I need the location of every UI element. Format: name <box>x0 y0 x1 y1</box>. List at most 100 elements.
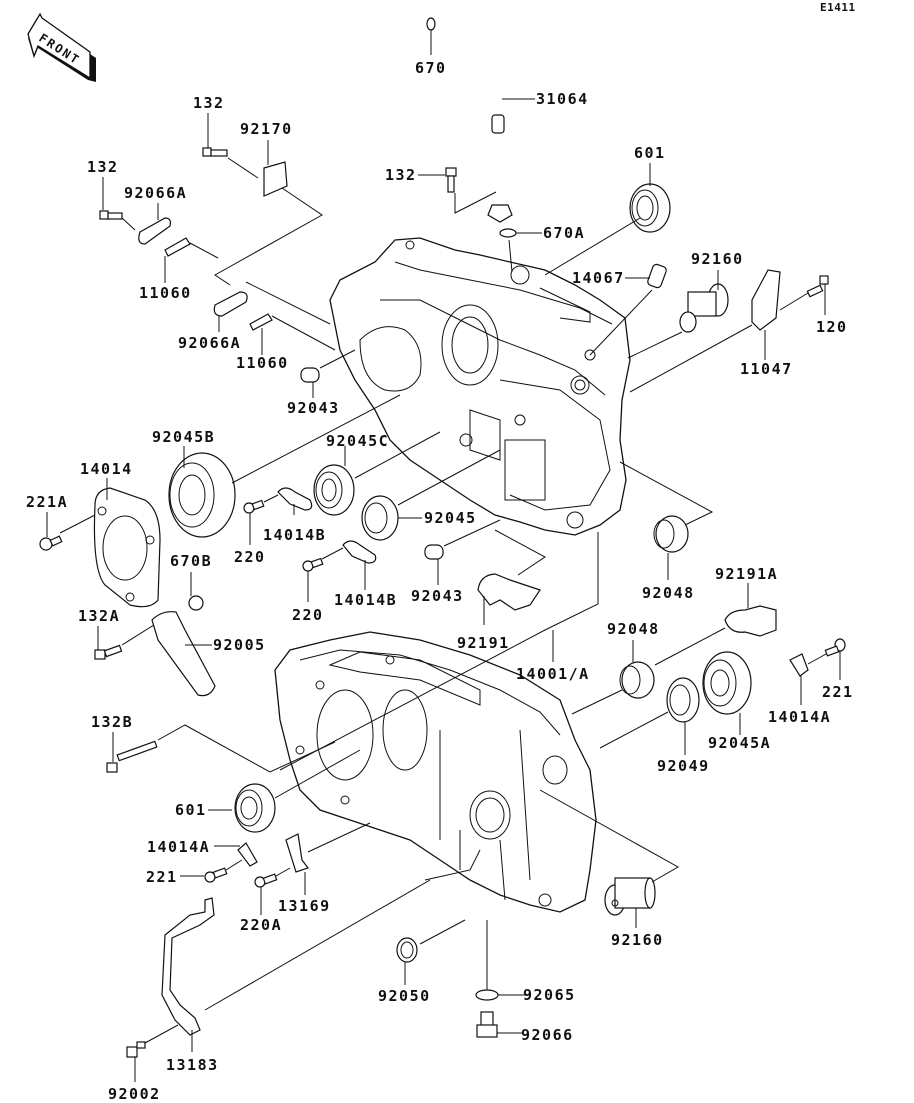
bolt-icon <box>99 210 123 220</box>
screw-icon <box>824 638 846 657</box>
drain-plug-92066-icon <box>476 1011 498 1038</box>
part-label[interactable]: 601 <box>634 144 666 162</box>
figure-code: E1411 <box>820 1 856 14</box>
fitting-92191a-icon <box>724 605 777 637</box>
part-label[interactable]: 92045A <box>708 734 771 752</box>
part-label[interactable]: 14001/A <box>516 665 590 683</box>
part-label[interactable]: 92048 <box>607 620 660 638</box>
front-arrow-icon: FRONT <box>27 12 96 82</box>
part-label[interactable]: 220 <box>292 606 324 624</box>
o-ring-670b-icon <box>188 595 204 611</box>
bushing-92160-icon <box>604 877 656 916</box>
part-label[interactable]: 132 <box>385 166 417 184</box>
fitting-92191-icon <box>477 573 541 611</box>
part-label[interactable]: 14014A <box>768 708 831 726</box>
dowel-pin-icon <box>300 367 320 383</box>
plate-14014a-icon <box>789 653 809 677</box>
part-label[interactable]: 11060 <box>236 354 289 372</box>
part-label[interactable]: 670A <box>543 224 585 242</box>
bearing-92045c-icon <box>313 464 355 516</box>
part-label[interactable]: 11047 <box>740 360 793 378</box>
plate-14014-icon <box>93 487 161 608</box>
oil-seal-92049-icon <box>666 677 700 723</box>
part-label[interactable]: 92005 <box>213 636 266 654</box>
bracket-11047-icon <box>751 269 781 331</box>
part-labels: 670 31064 132 92170 132 92066A 11060 132… <box>26 59 854 1103</box>
bolt-icon <box>94 644 123 660</box>
screw-icon <box>254 873 278 888</box>
plate-14014b-icon <box>342 540 377 564</box>
part-label[interactable]: 92065 <box>523 986 576 1004</box>
part-label[interactable]: 14014B <box>263 526 326 544</box>
part-label[interactable]: 13169 <box>278 897 331 915</box>
plate-11060-icon <box>249 313 273 331</box>
part-label[interactable]: 221 <box>822 683 854 701</box>
bracket-13183-icon <box>161 897 215 1036</box>
part-label[interactable]: 92050 <box>378 987 431 1005</box>
washer-92065-icon <box>475 989 499 1001</box>
part-label[interactable]: 14067 <box>572 269 625 287</box>
bushing-92160-icon <box>679 283 729 333</box>
bearing-92045-icon <box>361 495 399 541</box>
part-label[interactable]: 14014 <box>80 460 133 478</box>
part-label[interactable]: 601 <box>175 801 207 819</box>
part-label[interactable]: 14014A <box>147 838 210 856</box>
part-label[interactable]: 92002 <box>108 1085 161 1103</box>
bolt-icon <box>106 740 158 773</box>
bracket-13169-icon <box>285 833 309 873</box>
part-label[interactable]: 92045B <box>152 428 215 446</box>
part-label[interactable]: 92191A <box>715 565 778 583</box>
part-label[interactable]: 220A <box>240 916 282 934</box>
part-label[interactable]: 670 <box>415 59 447 77</box>
part-label[interactable]: 92066 <box>521 1026 574 1044</box>
guide-92005-icon <box>151 611 216 697</box>
part-label[interactable]: 11060 <box>139 284 192 302</box>
plate-14014a-icon <box>237 842 258 867</box>
bearing-92045a-icon <box>702 651 752 715</box>
part-label[interactable]: 670B <box>170 552 212 570</box>
screw-icon <box>302 557 324 572</box>
part-label[interactable]: 92045C <box>326 432 389 450</box>
bearing-92045b-icon <box>168 452 236 538</box>
screw-icon <box>243 499 265 514</box>
bolt-icon <box>202 147 228 157</box>
part-label[interactable]: 220 <box>234 548 266 566</box>
bearing-601-icon <box>629 183 671 233</box>
part-label[interactable]: 92191 <box>457 634 510 652</box>
oil-seal-92050-icon <box>396 937 418 963</box>
gasket-92066a-icon <box>138 217 172 245</box>
part-label[interactable]: 92045 <box>424 509 477 527</box>
o-ring-670-icon <box>426 17 436 31</box>
bolt-icon <box>126 1041 146 1058</box>
bracket-92170-icon <box>263 161 288 197</box>
part-label[interactable]: 132 <box>193 94 225 112</box>
part-label[interactable]: 92043 <box>411 587 464 605</box>
part-label[interactable]: 132B <box>91 713 133 731</box>
part-label[interactable]: 132A <box>78 607 120 625</box>
lower-crankcase-drawing <box>274 631 597 913</box>
part-label[interactable]: 92048 <box>642 584 695 602</box>
part-label[interactable]: 92170 <box>240 120 293 138</box>
part-label[interactable]: 31064 <box>536 90 589 108</box>
dowel-pin-icon <box>424 544 444 560</box>
part-label[interactable]: 92066A <box>178 334 241 352</box>
dowel-14067-icon <box>647 263 667 289</box>
plate-11060-icon <box>164 237 191 257</box>
bushing-92048-icon <box>619 661 655 699</box>
part-label[interactable]: 92049 <box>657 757 710 775</box>
screw-icon <box>39 535 63 551</box>
part-label[interactable]: 221A <box>26 493 68 511</box>
part-label[interactable]: 13183 <box>166 1056 219 1074</box>
part-label[interactable]: 92066A <box>124 184 187 202</box>
part-label[interactable]: 92160 <box>691 250 744 268</box>
part-label[interactable]: 132 <box>87 158 119 176</box>
part-label[interactable]: 92043 <box>287 399 340 417</box>
gasket-92066a-icon <box>213 291 248 317</box>
o-ring-670a-icon <box>499 228 517 238</box>
part-label[interactable]: 92160 <box>611 931 664 949</box>
part-label[interactable]: 14014B <box>334 591 397 609</box>
part-label[interactable]: 221 <box>146 868 178 886</box>
bolt-icon <box>806 275 829 298</box>
part-label[interactable]: 120 <box>816 318 848 336</box>
